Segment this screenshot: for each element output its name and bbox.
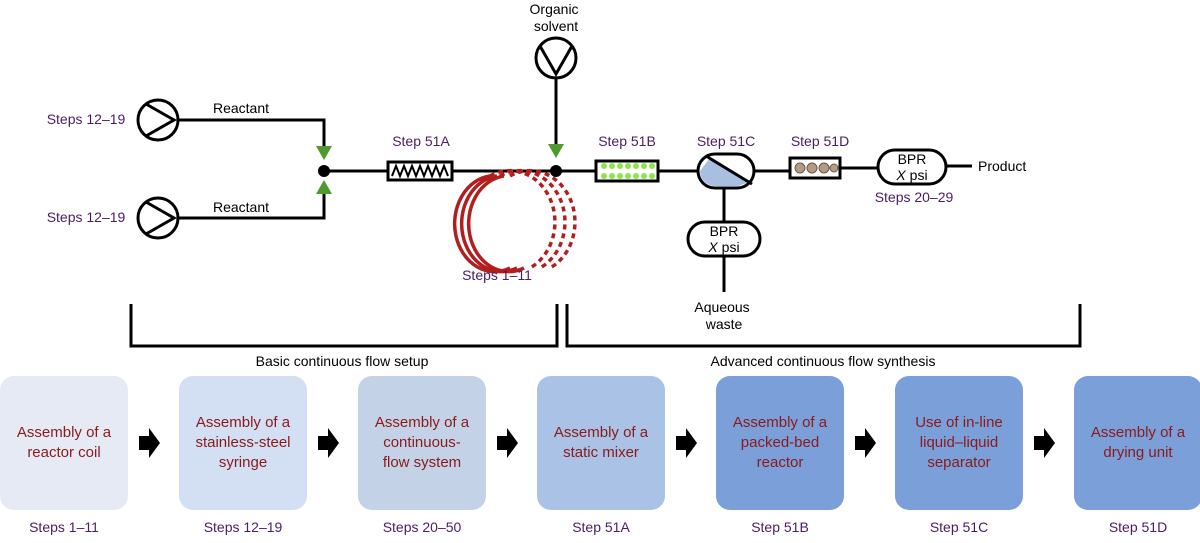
arrow-icon-5	[855, 428, 876, 458]
bpr-right-line2: X psi	[895, 167, 927, 183]
organic-solvent-line2: solvent	[534, 18, 578, 34]
workflow-box-steps: Step 51C	[929, 519, 989, 535]
tubing-lines	[178, 78, 972, 292]
bracket-advanced	[565, 304, 1082, 348]
aqueous-waste-line1: Aqueous	[694, 299, 749, 315]
pump-icon-top	[136, 98, 180, 142]
bracket-advanced-label: Advanced continuous flow synthesis	[711, 353, 936, 369]
bpr-right-line1: BPR	[898, 151, 927, 167]
separator-icon	[696, 152, 756, 190]
bpr-right-icon	[876, 148, 948, 186]
steps-pump-top-label: Steps 12–19	[47, 111, 126, 127]
workflow-box-title: Use of in-line liquid–liquid separator	[915, 414, 1003, 471]
step-51c-label: Step 51C	[697, 133, 755, 149]
workflow-box-steps: Steps 20–50	[382, 519, 462, 535]
junction-dot-right	[550, 165, 562, 177]
workflow-arrows	[139, 428, 1055, 458]
pump-icon-solvent	[534, 36, 578, 80]
workflow-box-title: Assembly of a packed-bed reactor	[732, 414, 828, 471]
workflow-box-steps: Step 51D	[1108, 519, 1168, 535]
aqueous-waste-line2: waste	[705, 316, 743, 332]
bpr-bottom-line1: BPR	[710, 223, 739, 239]
workflow-box-title: Assembly of a continuous-flow system	[374, 414, 470, 471]
steps-pump-bottom-label: Steps 12–19	[47, 209, 126, 225]
workflow-box: Use of in-line liquid–liquid separator	[895, 376, 1023, 510]
workflow-box-title: Assembly of a stainless-steel syringe	[195, 414, 291, 471]
organic-solvent-label: Organic solvent	[530, 1, 583, 34]
workflow-box-steps: Step 51B	[751, 519, 809, 535]
arrow-icon-3	[497, 428, 518, 458]
workflow-box-steps: Steps 1–11	[29, 519, 99, 535]
workflow-box: Assembly of a continuous-flow system	[358, 376, 486, 510]
organic-solvent-line1: Organic	[530, 1, 579, 17]
workflow-box-title: Assembly of a static mixer	[553, 424, 649, 461]
aqueous-waste-label: Aqueous waste	[694, 299, 753, 332]
bpr-bottom-psi: psi	[722, 239, 740, 255]
product-label: Product	[978, 158, 1026, 174]
reactant-top-label: Reactant	[213, 100, 269, 116]
bpr-right-x: X	[895, 167, 906, 183]
bpr-bottom-icon	[686, 220, 762, 258]
reactor-coil-icon	[452, 168, 577, 274]
workflow-box-title: Assembly of a drying unit	[1090, 424, 1186, 461]
bpr-right-psi: psi	[910, 167, 928, 183]
green-arrow-icons	[316, 144, 564, 194]
step-51a-label: Step 51A	[392, 133, 450, 149]
workflow-box: Assembly of a stainless-steel syringe	[179, 376, 307, 510]
reactant-bottom-label: Reactant	[213, 199, 269, 215]
static-mixer-icon	[386, 160, 454, 182]
arrow-icon-6	[1034, 428, 1055, 458]
arrow-icon-1	[139, 428, 160, 458]
workflow-box-steps: Step 51A	[572, 519, 630, 535]
workflow-box-steps: Steps 12–19	[203, 519, 283, 535]
workflow-box: Assembly of a packed-bed reactor	[716, 376, 844, 510]
bracket-basic-label: Basic continuous flow setup	[256, 353, 429, 369]
packed-bed-icon	[594, 159, 660, 183]
drying-unit-icon	[788, 156, 842, 180]
step-51d-label: Step 51D	[791, 133, 849, 149]
junction-dot-left	[318, 165, 330, 177]
bpr-bottom-x: X	[707, 239, 718, 255]
bpr-bottom-line2: X psi	[707, 239, 739, 255]
workflow-box: Assembly of a reactor coil	[0, 376, 128, 510]
step-51b-label: Step 51B	[598, 133, 656, 149]
arrow-icon-2	[318, 428, 339, 458]
workflow-box-title: Assembly of a reactor coil	[16, 424, 112, 461]
arrow-icon-4	[676, 428, 697, 458]
bpr-steps-label: Steps 20–29	[875, 189, 954, 205]
steps-coil-label: Steps 1–11	[462, 267, 532, 283]
bracket-basic	[129, 304, 559, 348]
pump-icon-bottom	[136, 196, 180, 240]
workflow-box: Assembly of a static mixer	[537, 376, 665, 510]
workflow-box: Assembly of a drying unit	[1074, 376, 1200, 510]
